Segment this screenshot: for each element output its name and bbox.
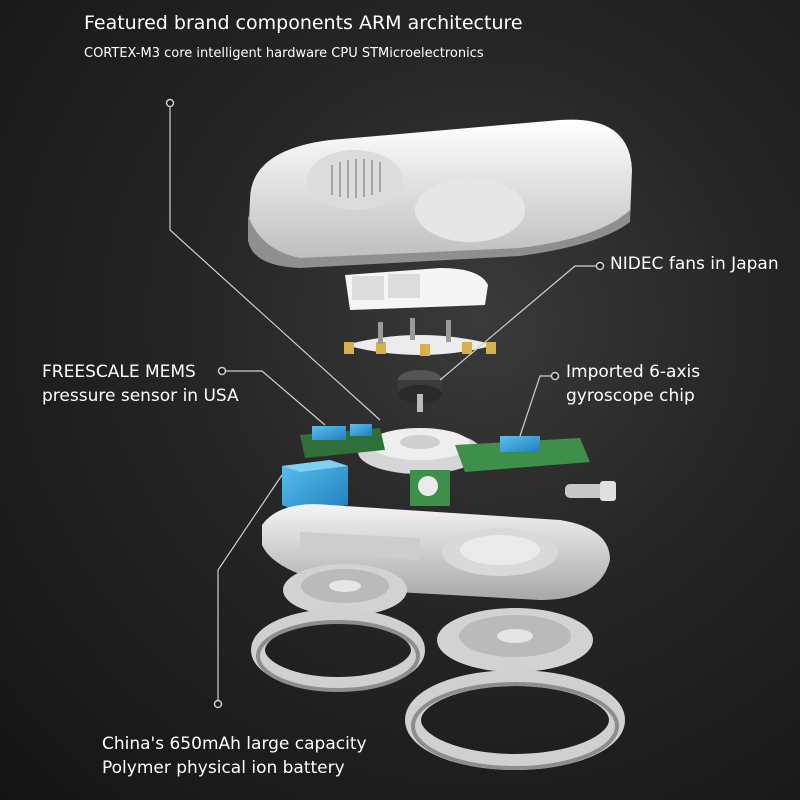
- gyroscope-line1: Imported 6-axis: [566, 362, 701, 382]
- battery-annotation: China's 650mAh large capacity Polymer ph…: [102, 732, 367, 780]
- leader-lines: [169, 105, 597, 702]
- left-fan-grille: [283, 564, 407, 616]
- fan-motor: [398, 370, 442, 412]
- battery-pack: [282, 460, 348, 512]
- fan-impeller: [358, 428, 482, 474]
- fan-bracket: [344, 318, 496, 356]
- right-outer-ring: [405, 670, 625, 770]
- battery-line2: Polymer physical ion battery: [102, 758, 345, 778]
- fan-annotation: NIDEC fans in Japan: [610, 254, 779, 274]
- gyroscope-annotation: Imported 6-axis gyroscope chip: [566, 360, 700, 408]
- pressure-sensor-line2: pressure sensor in USA: [42, 386, 239, 406]
- right-fan-grille: [437, 608, 593, 672]
- usb-connector: [565, 481, 616, 501]
- top-cover: [248, 119, 632, 268]
- fan-housing: [345, 268, 488, 310]
- gyroscope-line2: gyroscope chip: [566, 386, 695, 406]
- pressure-sensor-annotation: FREESCALE MEMS pressure sensor in USA: [42, 360, 239, 408]
- cpu-annotation-title: Featured brand components ARM architectu…: [84, 12, 523, 34]
- pressure-sensor-line1: FREESCALE MEMS: [42, 362, 196, 382]
- leader-endpoints: [165, 98, 605, 709]
- battery-line1: China's 650mAh large capacity: [102, 734, 367, 754]
- cpu-annotation-subtitle: CORTEX-M3 core intelligent hardware CPU …: [84, 46, 484, 61]
- left-outer-ring: [251, 609, 425, 692]
- pcb-boards: [300, 424, 590, 506]
